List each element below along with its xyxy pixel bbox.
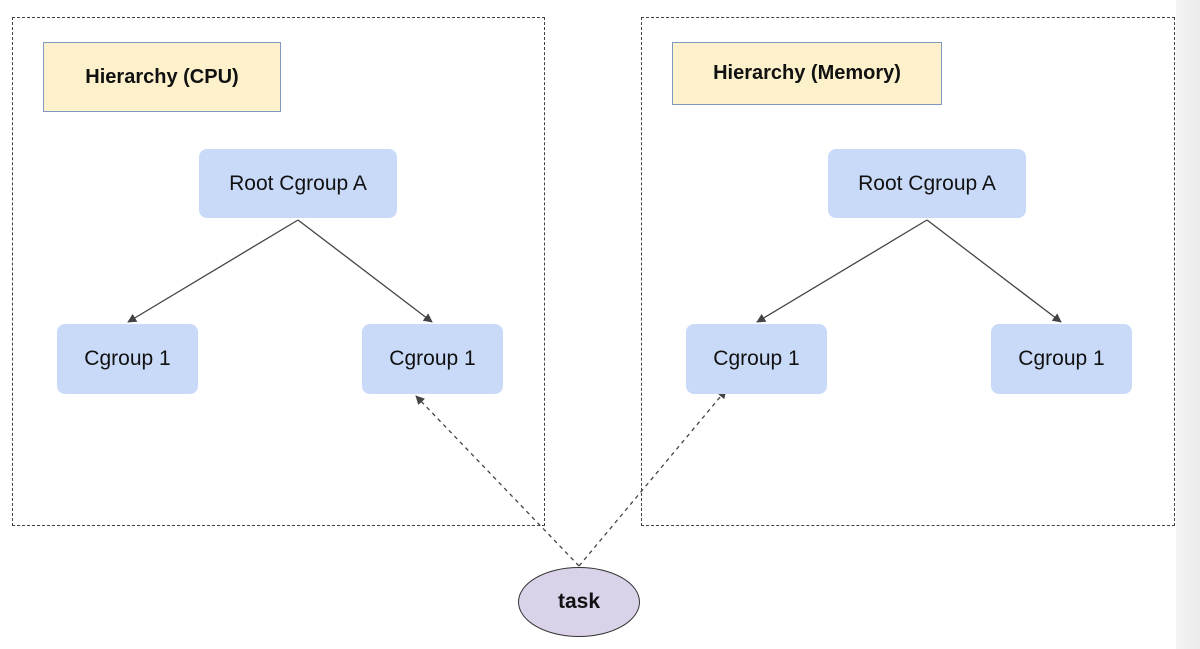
memory-cgroup-right-node: Cgroup 1 xyxy=(991,324,1132,394)
hierarchy-cpu-panel xyxy=(12,17,545,526)
edge-mem-root-to-right xyxy=(926,219,1062,323)
hierarchy-memory-title: Hierarchy (Memory) xyxy=(672,42,942,105)
task-node: task xyxy=(518,567,640,637)
edge-mem-root-to-left xyxy=(756,219,928,323)
edge-task-to-cpu-cgroup xyxy=(415,395,580,567)
cpu-root-cgroup-node: Root Cgroup A xyxy=(199,149,397,218)
memory-root-cgroup-node: Root Cgroup A xyxy=(828,149,1026,218)
hierarchy-memory-panel xyxy=(641,17,1175,526)
edge-cpu-root-to-left xyxy=(127,219,299,323)
edge-cpu-root-to-right xyxy=(297,219,433,323)
cpu-cgroup-left-node: Cgroup 1 xyxy=(57,324,198,394)
cpu-cgroup-right-node: Cgroup 1 xyxy=(362,324,503,394)
edge-task-to-memory-cgroup xyxy=(578,389,727,567)
hierarchy-cpu-title: Hierarchy (CPU) xyxy=(43,42,281,112)
memory-cgroup-left-node: Cgroup 1 xyxy=(686,324,827,394)
page-edge-shade xyxy=(1176,0,1200,649)
